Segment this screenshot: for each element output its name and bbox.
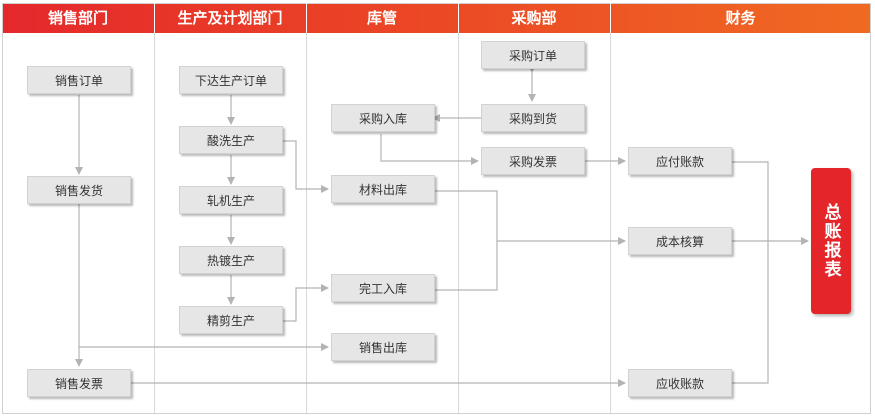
node-completion-receipt: 完工入库 [331,274,435,302]
header-divider [154,3,155,33]
node-sales-order: 销售订单 [27,66,131,94]
column-title-warehouse: 库管 [366,9,397,27]
header-divider [458,3,459,33]
column-divider [154,3,155,414]
diagram-frame [2,3,871,414]
connector-cutting-to-completion [283,284,329,322]
node-material-issue: 材料出库 [331,175,435,203]
node-purchase-order: 采购订单 [481,41,585,69]
connector-finance-to-report [731,161,769,384]
node-sales-outbound: 销售出库 [331,333,435,361]
column-divider [458,3,459,414]
node-cost-accounting: 成本核算 [628,227,732,255]
header-divider [306,3,307,33]
node-rolling-production: 轧机生产 [179,186,283,214]
node-purchase-invoice: 采购发票 [481,147,585,175]
column-title-purchasing: 采购部 [511,9,557,27]
column-divider [306,3,307,414]
node-sales-invoice: 销售发票 [27,369,131,397]
column-title-sales: 销售部门 [47,9,108,27]
node-issue-production-order: 下达生产订单 [179,66,283,94]
connector-material-issue-merge [433,190,498,291]
column-divider [610,3,611,414]
connector-receipt-to-purchase-invoice [380,134,479,165]
column-title-production: 生产及计划部门 [177,9,283,27]
header-divider [610,3,611,33]
connector-pickling-to-material-issue [283,140,329,193]
node-accounts-receivable: 应收账款 [628,369,732,397]
node-purchase-arrival: 采购到货 [481,104,585,132]
node-sales-shipping: 销售发货 [27,176,131,204]
node-accounts-payable: 应付账款 [628,147,732,175]
node-finish-cutting-production: 精剪生产 [179,306,283,334]
node-general-ledger-report: 总账报表 [811,168,851,314]
node-purchase-receipt: 采购入库 [331,104,435,132]
node-pickling-production: 酸洗生产 [179,126,283,154]
node-hot-galvanizing-production: 热镀生产 [179,246,283,274]
column-title-finance: 财务 [725,9,756,27]
header-bar [2,3,871,33]
